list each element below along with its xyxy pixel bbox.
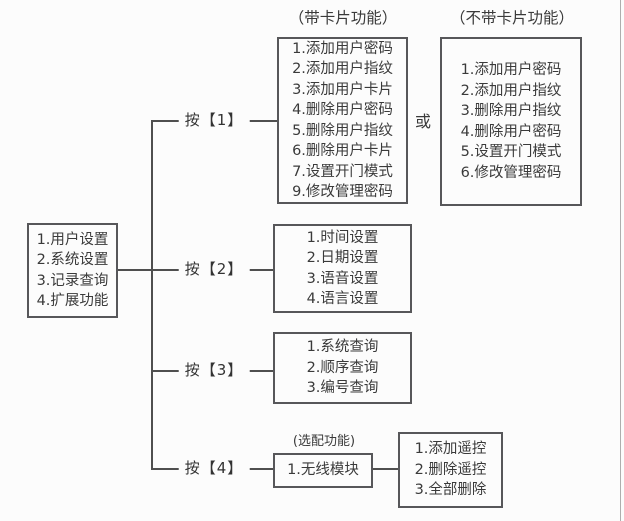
system-menu-box: 1.时间设置 2.日期设置 3.语音设置 4.语言设置 <box>273 224 412 313</box>
no-card-menu-box: 1.添加用户密码 2.添加用户指纹 3.删除用户指纹 4.删除用户密码 5.设置开门模式… <box>440 37 582 206</box>
menu-item: 2.系统设置 <box>36 252 109 268</box>
branch-label-4: 按【4】 <box>178 458 250 479</box>
menu-item: 2.日期设置 <box>306 250 379 266</box>
root-menu-list: 1.用户设置 2.系统设置 3.记录查询 4.扩展功能 <box>37 230 109 312</box>
menu-item: 3.记录查询 <box>36 272 109 289</box>
menu-item: 6.删除用户卡片 <box>292 143 393 159</box>
menu-item: 4.删除用户密码 <box>460 123 562 140</box>
menu-item: 1.添加用户密码 <box>460 62 562 78</box>
branch-label-3: 按【3】 <box>178 360 250 381</box>
branch-label-2: 按【2】 <box>178 259 250 280</box>
branch-label-1: 按【1】 <box>178 110 250 131</box>
menu-item: 3.编号查询 <box>306 380 379 397</box>
menu-item: 3.添加用户卡片 <box>292 81 393 98</box>
wireless-menu-title: (选配功能) <box>292 434 356 449</box>
menu-item: 3.语音设置 <box>306 270 379 287</box>
menu-item: 9.修改管理密码 <box>292 184 393 200</box>
card-menu-title: （带卡片功能） <box>288 9 398 27</box>
menu-item: 7.设置开门模式 <box>292 163 393 180</box>
card-menu-box: 1.添加用户密码 2.添加用户指纹 3.添加用户卡片 4.删除用户密码 5.删除用户指纹… <box>277 37 408 204</box>
menu-item: 5.删除用户指纹 <box>292 122 393 139</box>
query-menu-box: 1.系统查询 2.顺序查询 3.编号查询 <box>273 332 412 404</box>
no-card-menu-list: 1.添加用户密码 2.添加用户指纹 3.删除用户指纹 4.删除用户密码 5.设置开门模式… <box>461 60 562 183</box>
card-menu-list: 1.添加用户密码 2.添加用户指纹 3.添加用户卡片 4.删除用户密码 5.删除用户指纹… <box>292 39 393 203</box>
menu-item: 1.无线模块 <box>287 462 359 479</box>
menu-item: 3.删除用户指纹 <box>460 103 562 119</box>
menu-item: 4.删除用户密码 <box>292 102 393 118</box>
menu-item: 1.时间设置 <box>306 229 379 246</box>
menu-item: 4.扩展功能 <box>36 293 109 309</box>
menu-item: 6.修改管理密码 <box>460 164 562 181</box>
page-edge-line <box>620 0 621 521</box>
remote-menu-list: 1.添加遥控 2.删除遥控 3.全部删除 <box>415 439 487 501</box>
no-card-menu-title: （不带卡片功能） <box>449 9 575 27</box>
menu-item: 4.语言设置 <box>306 291 379 307</box>
menu-item: 5.设置开门模式 <box>460 144 562 160</box>
wireless-menu-box: 1.无线模块 <box>273 453 373 488</box>
menu-item: 1.添加用户密码 <box>292 40 393 57</box>
menu-item: 1.添加遥控 <box>414 441 487 458</box>
menu-item: 2.添加用户指纹 <box>292 61 393 77</box>
query-menu-list: 1.系统查询 2.顺序查询 3.编号查询 <box>307 337 379 399</box>
connector-trunk <box>151 120 153 470</box>
wireless-menu-list: 1.无线模块 <box>287 460 359 481</box>
menu-item: 2.顺序查询 <box>306 359 379 376</box>
menu-item: 2.删除遥控 <box>414 461 487 478</box>
or-label: 或 <box>415 112 432 131</box>
root-menu-box: 1.用户设置 2.系统设置 3.记录查询 4.扩展功能 <box>27 223 118 318</box>
connector-wireless-remote <box>371 468 400 470</box>
menu-item: 3.全部删除 <box>414 482 487 499</box>
menu-item: 1.用户设置 <box>36 231 109 248</box>
remote-menu-box: 1.添加遥控 2.删除遥控 3.全部删除 <box>398 432 503 508</box>
system-menu-list: 1.时间设置 2.日期设置 3.语音设置 4.语言设置 <box>307 228 379 310</box>
menu-item: 1.系统查询 <box>306 339 379 356</box>
menu-item: 2.添加用户指纹 <box>460 82 562 99</box>
